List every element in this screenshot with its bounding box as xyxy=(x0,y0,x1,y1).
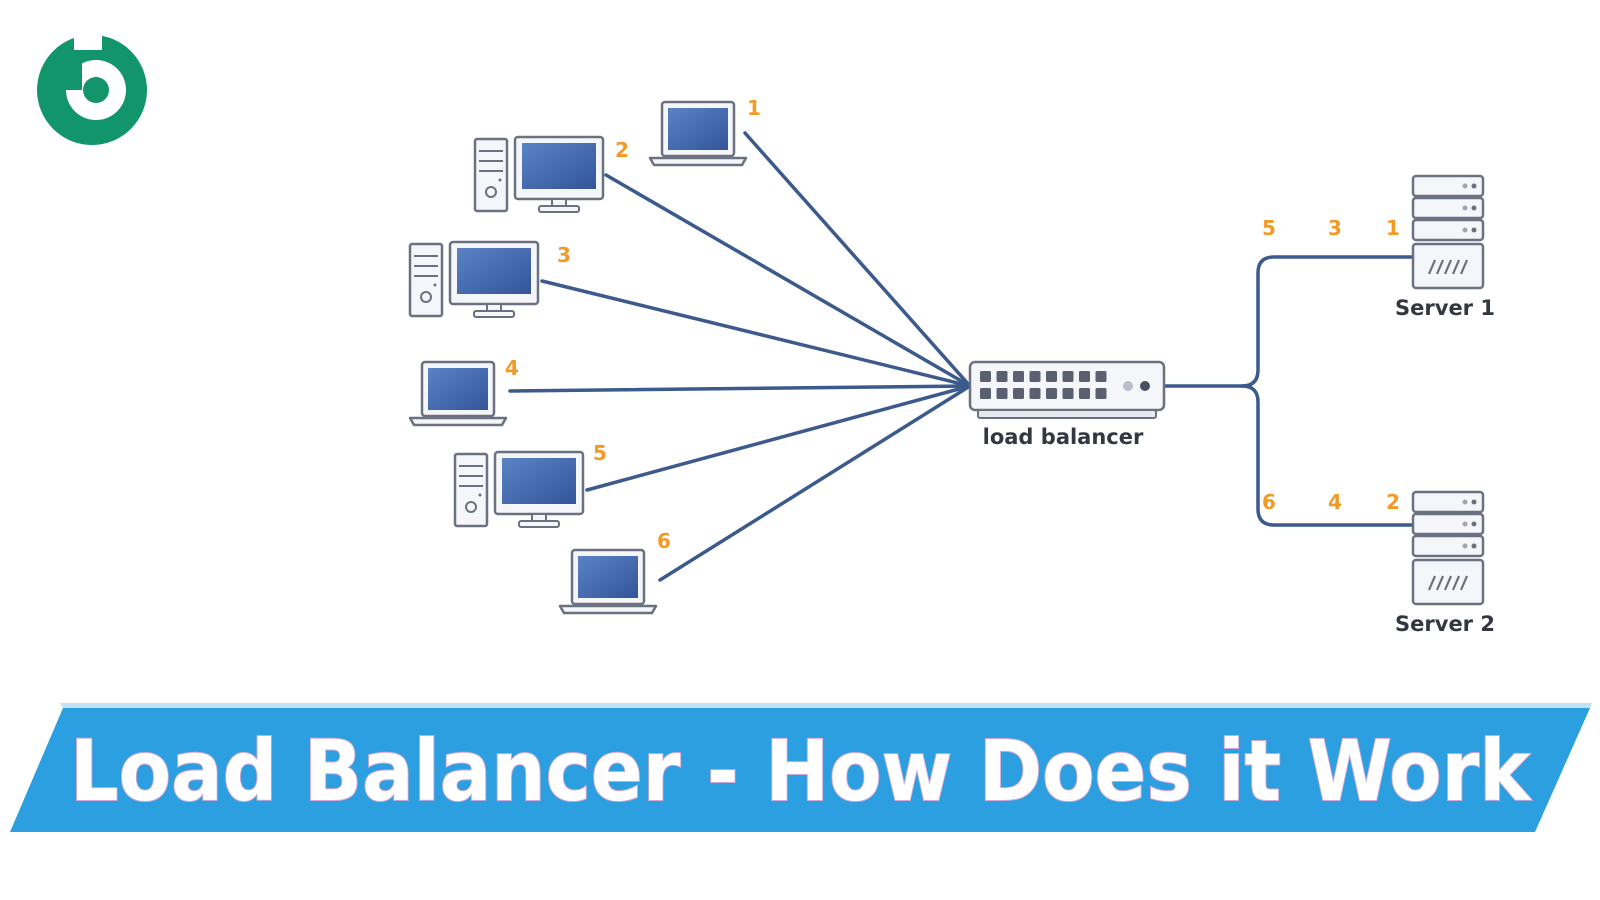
request-number: 5 xyxy=(1262,216,1276,240)
server-link-1 xyxy=(1240,255,1415,388)
server-link-2 xyxy=(1240,384,1415,527)
laptop-icon xyxy=(408,360,508,427)
request-number: 1 xyxy=(1386,216,1400,240)
desktop-computer-icon xyxy=(473,135,605,213)
server-label: Server 2 xyxy=(1395,612,1495,636)
laptop-icon xyxy=(558,548,658,615)
desktop-computer-icon xyxy=(453,450,585,528)
client-link-4 xyxy=(508,384,972,393)
request-number: 2 xyxy=(1386,490,1400,514)
load-balancer-label: load balancer xyxy=(983,425,1144,449)
client-number: 3 xyxy=(557,243,571,267)
client-number: 1 xyxy=(747,96,761,120)
page-title: Load Balancer - How Does it Work xyxy=(70,722,1532,820)
request-number: 4 xyxy=(1328,490,1342,514)
client-link-2 xyxy=(604,173,972,388)
server-label: Server 1 xyxy=(1395,296,1495,320)
server-icon xyxy=(1411,174,1485,290)
desktop-computer-icon xyxy=(408,240,540,318)
clients: 1 2 3 4 5 6 xyxy=(408,96,761,615)
client-number: 5 xyxy=(593,441,607,465)
client-link-1 xyxy=(743,131,972,388)
request-number: 3 xyxy=(1328,216,1342,240)
b-logo-icon xyxy=(37,34,147,145)
load-balancer-switch xyxy=(968,360,1166,419)
client-number: 2 xyxy=(615,138,629,162)
title-banner: Load Balancer - How Does it Work xyxy=(10,703,1592,832)
request-number: 6 xyxy=(1262,490,1276,514)
laptop-icon xyxy=(648,100,748,167)
server-icon xyxy=(1411,490,1485,606)
client-number: 6 xyxy=(657,529,671,553)
connection-lines xyxy=(508,131,1415,582)
client-link-3 xyxy=(540,279,972,388)
client-link-5 xyxy=(585,384,972,492)
client-number: 4 xyxy=(505,356,519,380)
client-link-6 xyxy=(658,384,972,582)
